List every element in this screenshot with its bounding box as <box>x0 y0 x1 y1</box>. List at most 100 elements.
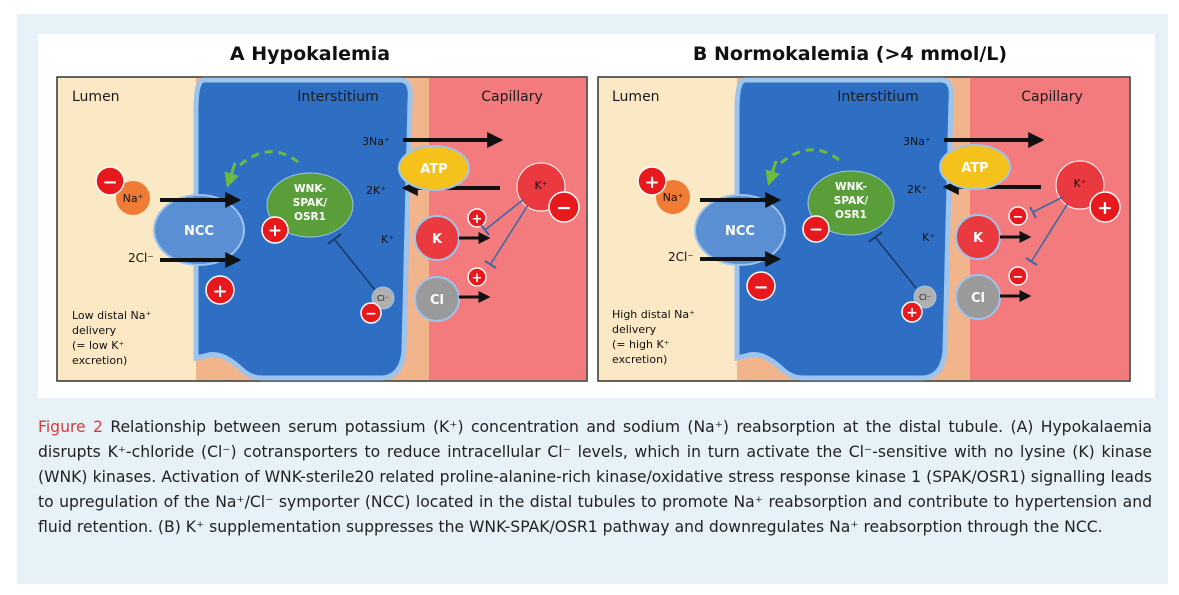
wnk-line-2: SPAK/ <box>834 195 869 207</box>
interstitium-label: Interstitium <box>297 89 378 105</box>
sign-wnk-text: + <box>268 221 282 241</box>
sign-cl-text: + <box>472 271 483 286</box>
sign-wnk <box>802 215 830 243</box>
note-line-3: (= high K⁺ <box>612 338 670 351</box>
sign-wnk <box>261 216 289 244</box>
atp-label: ATP <box>961 161 988 176</box>
note-line-3: (= low K⁺ <box>72 339 124 352</box>
note-line-2: delivery <box>72 324 117 337</box>
cl-inhibit-bar <box>327 233 342 245</box>
panel-a: A Hypokalemia Lumen Interstitium Capilla… <box>56 43 588 382</box>
sign-kcap-text: + <box>1097 197 1113 219</box>
capillary-label: Capillary <box>1021 89 1083 105</box>
panel-a-title: A Hypokalemia <box>230 43 390 65</box>
atp-label: ATP <box>420 162 447 177</box>
kcap-inhibit-k-bar <box>1029 206 1037 219</box>
atp-node <box>398 145 470 191</box>
feedback-arrow <box>780 148 840 165</box>
ncc-node <box>153 194 245 266</box>
ncc-label: NCC <box>725 224 755 239</box>
diagram-svg: A Hypokalemia Lumen Interstitium Capilla… <box>56 43 1131 382</box>
na-ion <box>116 181 150 215</box>
ncc-label: NCC <box>184 224 214 239</box>
wnk-line-1: WNK- <box>835 181 867 193</box>
sign-wnk-text: − <box>809 220 823 240</box>
sign-kcap <box>548 191 580 223</box>
sign-cl <box>467 267 487 287</box>
capillary-label: Capillary <box>481 89 543 105</box>
panel-b-title: B Normokalemia (>4 mmol/L) <box>693 43 1007 65</box>
capillary-k-node <box>1055 160 1105 210</box>
ncc-node <box>694 194 786 266</box>
wnk-spak-osr1-node <box>266 172 354 238</box>
kcap-inhibit-cl-bar <box>484 260 497 269</box>
cl-channel-label: Cl <box>971 291 985 306</box>
note-line-2: delivery <box>612 323 657 336</box>
sign-ncc-text: + <box>212 281 227 302</box>
cl-small-label: Cl⁻ <box>377 294 389 303</box>
sign-na-text: − <box>102 172 117 193</box>
cl2-label: 2Cl⁻ <box>668 250 694 264</box>
cl-channel-node <box>414 276 460 322</box>
na3-label: 3Na⁺ <box>362 135 390 148</box>
atp-node <box>939 144 1011 190</box>
na3-label: 3Na⁺ <box>903 135 931 148</box>
sign-cl-text: − <box>1013 270 1024 285</box>
cl-inhibit-line <box>334 239 376 291</box>
note-line-4: excretion) <box>612 353 667 366</box>
sign-ncc <box>205 275 235 305</box>
cl-inhibit-line <box>875 237 917 289</box>
interstitium-label: Interstitium <box>837 89 918 105</box>
kcap-inhibit-cl <box>1030 202 1069 263</box>
sign-cl-small <box>901 301 923 323</box>
sign-na <box>95 166 125 196</box>
wnk-line-2: SPAK/ <box>293 197 328 209</box>
k2-label: 2K⁺ <box>907 183 927 196</box>
feedback-arrowhead <box>765 160 780 186</box>
wnk-line-3: OSR1 <box>835 209 867 221</box>
sign-cl-small <box>360 302 382 324</box>
kcap-inhibit-cl <box>489 204 529 266</box>
note-line-4: excretion) <box>72 354 127 367</box>
kcap-inhibit-k <box>1032 196 1064 213</box>
sign-k-text: − <box>1013 210 1024 225</box>
sign-ncc <box>746 271 776 301</box>
sign-k <box>1008 206 1028 226</box>
capillary-k-label: K⁺ <box>1073 177 1086 190</box>
sign-cl-small-text: − <box>365 306 377 322</box>
caption-text: Relationship between serum potassium (K⁺… <box>38 418 1152 536</box>
kcap-inhibit-cl-bar <box>1025 257 1038 266</box>
sign-ncc-text: − <box>753 277 768 298</box>
sign-kcap <box>1089 191 1121 223</box>
sign-na <box>637 166 667 196</box>
intracellular-cl-ion <box>371 286 395 310</box>
lumen-label: Lumen <box>72 89 120 105</box>
wnk-line-3: OSR1 <box>294 211 326 223</box>
sign-k <box>467 208 487 228</box>
lumen-label: Lumen <box>612 89 660 105</box>
kcap-inhibit-k-bar <box>480 224 490 236</box>
note-line-1: High distal Na⁺ <box>612 308 695 321</box>
figure-caption: Figure 2 Relationship between serum pota… <box>38 415 1152 540</box>
cl-small-label: Cl⁻ <box>919 293 931 302</box>
cl2-label: 2Cl⁻ <box>128 251 154 265</box>
k-label: K⁺ <box>381 233 394 246</box>
na-ion-label: Na⁺ <box>123 192 144 205</box>
sign-kcap-text: − <box>556 197 572 219</box>
intracellular-cl-ion <box>913 285 937 309</box>
kcap-inhibit-k <box>484 198 525 231</box>
k-channel-label: K <box>432 232 443 247</box>
cl-channel-label: Cl <box>430 293 444 308</box>
k-label: K⁺ <box>922 231 935 244</box>
note-line-1: Low distal Na⁺ <box>72 309 152 322</box>
figure-label: Figure 2 <box>38 418 103 436</box>
cl-inhibit-bar <box>868 231 883 243</box>
k-channel-label: K <box>973 231 984 246</box>
wnk-spak-osr1-node <box>807 170 895 236</box>
panel-b: B Normokalemia (>4 mmol/L) Lumen Interst… <box>597 43 1131 382</box>
sign-cl <box>1008 266 1028 286</box>
sign-k-text: + <box>472 212 483 227</box>
wnk-line-1: WNK- <box>294 183 326 195</box>
na-ion-label: Na⁺ <box>663 191 684 204</box>
capillary-k-label: K⁺ <box>534 179 547 192</box>
